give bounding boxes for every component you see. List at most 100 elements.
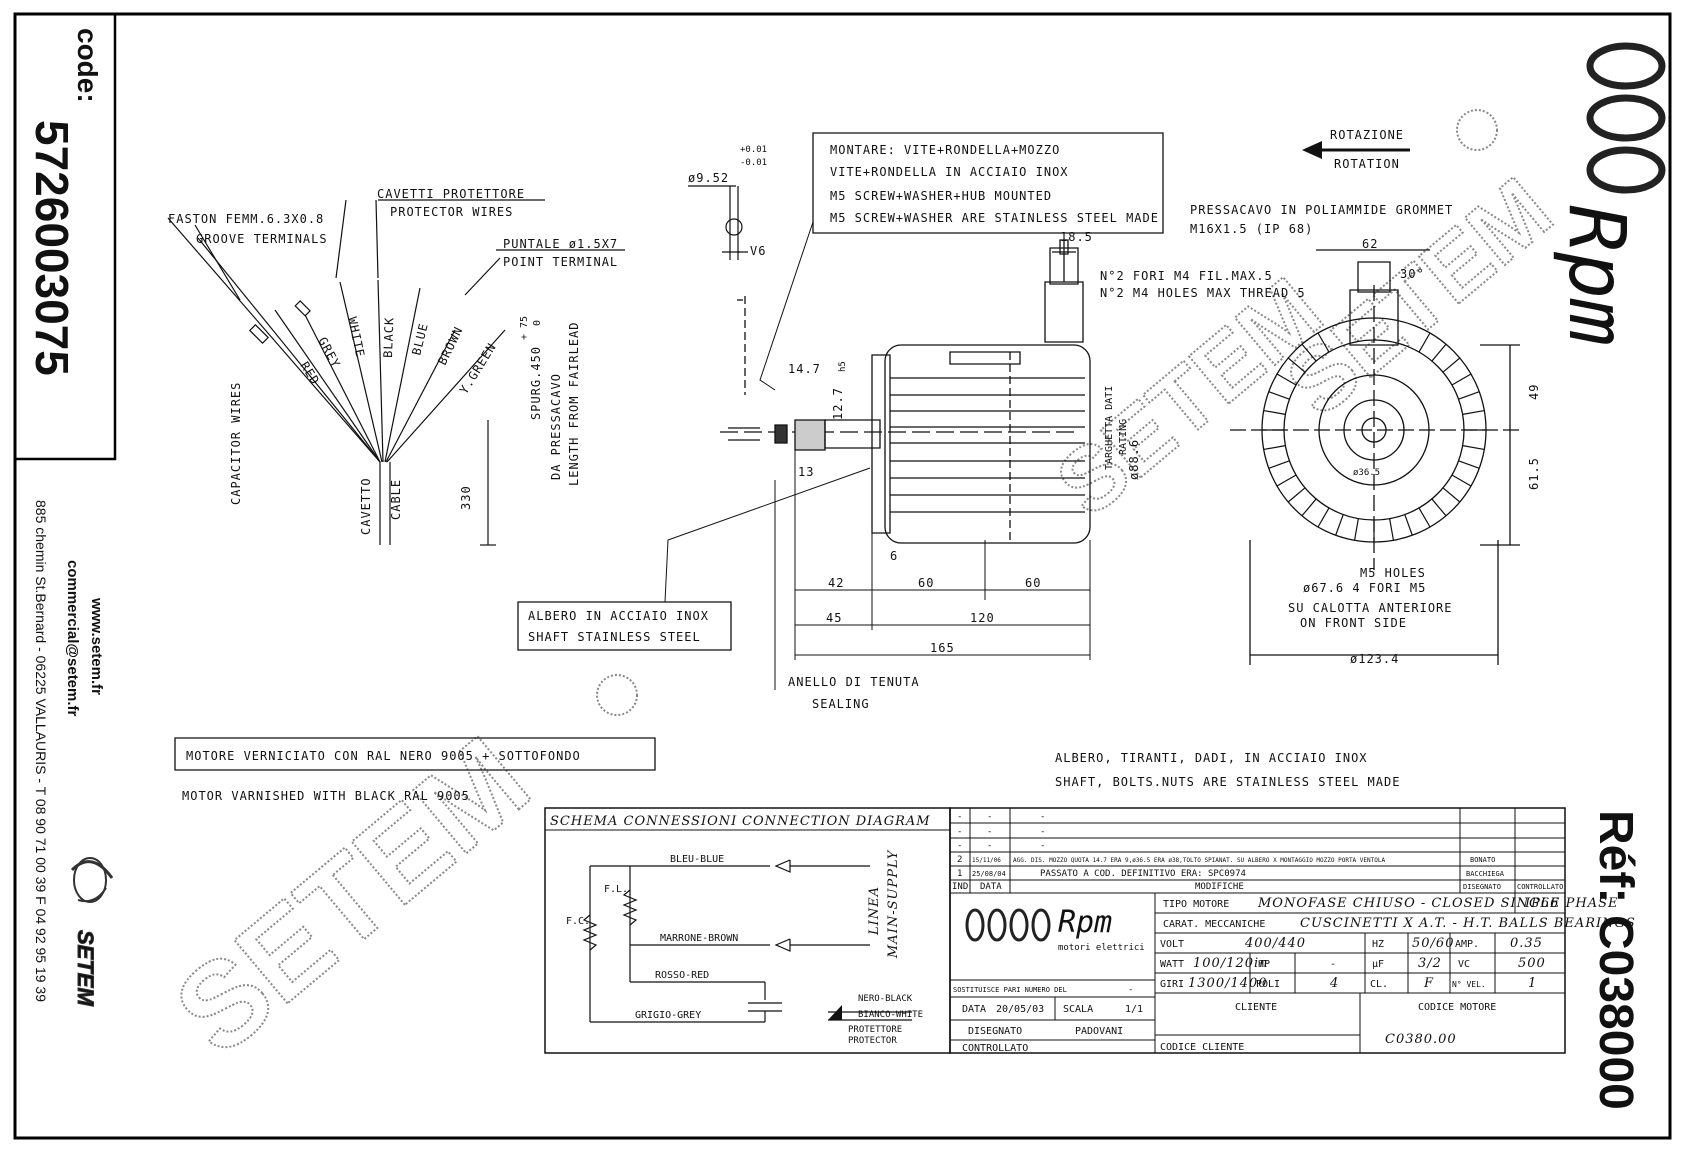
poli-value: 4 — [1329, 976, 1339, 991]
cl-value: F — [1423, 976, 1434, 991]
code-box — [15, 14, 115, 459]
rotation-label: ROTATION — [1334, 157, 1400, 171]
disegnato-value: PADOVANI — [1075, 1026, 1123, 1037]
watermark-registered-icon-2 — [1457, 110, 1497, 150]
dim-60b: 60 — [1025, 576, 1041, 590]
svg-text:BACCHIEGA: BACCHIEGA — [1466, 870, 1505, 878]
cavetti-label: CAVETTI PROTETTORE — [377, 187, 525, 201]
cooling-fin — [1269, 392, 1290, 400]
company-website[interactable]: www.setem.fr — [88, 597, 105, 695]
ind-header: IND — [952, 882, 968, 892]
cooling-fin — [1302, 344, 1316, 361]
schema-grey: GRIGIO-GREY — [635, 1010, 701, 1021]
svg-text:-: - — [987, 812, 992, 822]
svg-text:-: - — [957, 841, 962, 851]
puntale-label: PUNTALE ø1.5X7 — [503, 237, 618, 251]
paint-note-it: MOTORE VERNICIATO CON RAL NERO 9005 + SO… — [186, 749, 581, 763]
cooling-fin — [1459, 461, 1480, 469]
calotta-it: SU CALOTTA ANTERIORE — [1288, 601, 1453, 615]
fori-m4-en: N°2 M4 HOLES MAX THREAD 5 — [1100, 286, 1306, 300]
montare-line-2: VITE+RONDELLA IN ACCIAIO INOX — [830, 165, 1069, 179]
vc-label: VC — [1458, 959, 1470, 970]
wire-harness — [168, 200, 625, 545]
dim-42: 42 — [828, 576, 844, 590]
watermark-rear: SETEM — [1269, 159, 1571, 435]
svg-text:15/11/06: 15/11/06 — [972, 857, 1001, 864]
screw-detail — [688, 186, 748, 260]
cooling-fin — [1419, 333, 1430, 352]
m16-label: M16X1.5 (IP 68) — [1190, 222, 1313, 236]
cable-label: CABLE — [389, 479, 403, 520]
schema-fc: F.C. — [566, 916, 590, 927]
code-label: code: — [72, 28, 103, 103]
paint-note-en: MOTOR VARNISHED WITH BLACK RAL 9005 — [182, 789, 470, 803]
dim-185: 18.5 — [1060, 230, 1093, 244]
dim-30: 30° — [1400, 267, 1425, 281]
rpm-logo-icon — [1590, 46, 1662, 190]
dim-330: 330 — [459, 485, 473, 510]
dim-147: 14.7 — [788, 362, 821, 376]
revision-row: - - - — [957, 812, 1045, 822]
albero-leader — [665, 468, 870, 602]
cooling-fin — [1443, 358, 1460, 372]
uf-value: 3/2 — [1418, 956, 1442, 971]
cooling-fin — [1277, 374, 1296, 385]
svg-text:-: - — [957, 827, 962, 837]
tol-952a: +0.01 — [740, 145, 767, 155]
connection-diagram: SCHEMA CONNESSIONI CONNECTION DIAGRAM BL… — [545, 808, 950, 1053]
sheet-border — [15, 14, 1670, 1138]
fori-m4-it: N°2 FORI M4 FIL.MAX.5 — [1100, 269, 1273, 283]
schema-fl: F.L. — [604, 884, 628, 895]
rpm-brand: Rpm — [1551, 205, 1641, 346]
schema-linea: LINEA — [867, 886, 882, 936]
cooling-fin — [1277, 475, 1296, 486]
svg-text:25/08/04: 25/08/04 — [972, 870, 1006, 878]
scala-value: 1/1 — [1125, 1004, 1143, 1015]
code-value: 5726003075 — [26, 120, 78, 376]
cl-label: CL. — [1370, 979, 1388, 990]
dim-13: 13 — [798, 465, 814, 479]
dim-165: 165 — [930, 641, 955, 655]
dim-62: 62 — [1362, 237, 1378, 251]
cooling-fin — [1459, 392, 1480, 400]
wire-black-label: BLACK — [381, 317, 396, 359]
company-name: SETEM — [73, 930, 98, 1006]
montare-leader — [760, 222, 813, 390]
revision-row: 2 15/11/06 AGG. DIS. MOZZO QUOTA 14.7 ER… — [957, 855, 1495, 865]
amp-label: AMP. — [1455, 939, 1479, 950]
montare-line-3: M5 SCREW+WASHER+HUB MOUNTED — [830, 189, 1052, 203]
dim-120: 120 — [970, 611, 995, 625]
dimension-lines — [795, 450, 1090, 660]
albero-en: SHAFT STAINLESS STEEL — [528, 630, 701, 644]
svg-text:2: 2 — [957, 855, 962, 865]
svg-text:-: - — [957, 812, 962, 822]
wire-white-label: WHITE — [345, 316, 367, 359]
svg-text:PASSATO A COD. DEFINITIVO ERA:: PASSATO A COD. DEFINITIVO ERA: SPC0974 — [1040, 869, 1246, 879]
protector-symbol-icon — [828, 1005, 842, 1020]
revision-row: - - - — [957, 827, 1045, 837]
company-email[interactable]: commercial@setem.fr — [64, 560, 81, 717]
svg-text:1: 1 — [957, 869, 962, 879]
montare-note-box — [813, 133, 1163, 233]
revision-row: 1 25/08/04 PASSATO A COD. DEFINITIVO ERA… — [957, 869, 1505, 879]
svg-text:-: - — [987, 841, 992, 851]
watermark-registered-icon — [597, 675, 637, 715]
svg-text:-: - — [1040, 812, 1045, 822]
schema-brown: MARRONE-BROWN — [660, 933, 738, 944]
disegnato-label: DISEGNATO — [968, 1026, 1022, 1037]
cooling-fin — [1264, 446, 1286, 450]
groove-label: GROOVE TERMINALS — [196, 232, 328, 246]
schema-red: ROSSO-RED — [655, 970, 709, 981]
vc-value: 500 — [1518, 956, 1546, 971]
nvel-label: N° VEL. — [1452, 980, 1486, 989]
controllato-header: CONTROLLATO — [1517, 883, 1563, 891]
giri-value: 1300/1400 — [1188, 976, 1268, 991]
cooling-fin — [1318, 508, 1329, 527]
capacitor-label: CAPACITOR WIRES — [229, 382, 243, 505]
schema-bianco-white: BIANCO-WHITE — [858, 1010, 923, 1020]
paint-note-box — [175, 738, 655, 770]
m5-holes-label: M5 HOLES — [1360, 566, 1426, 580]
svg-text:-: - — [1040, 841, 1045, 851]
anello-en: SEALING — [812, 697, 870, 711]
